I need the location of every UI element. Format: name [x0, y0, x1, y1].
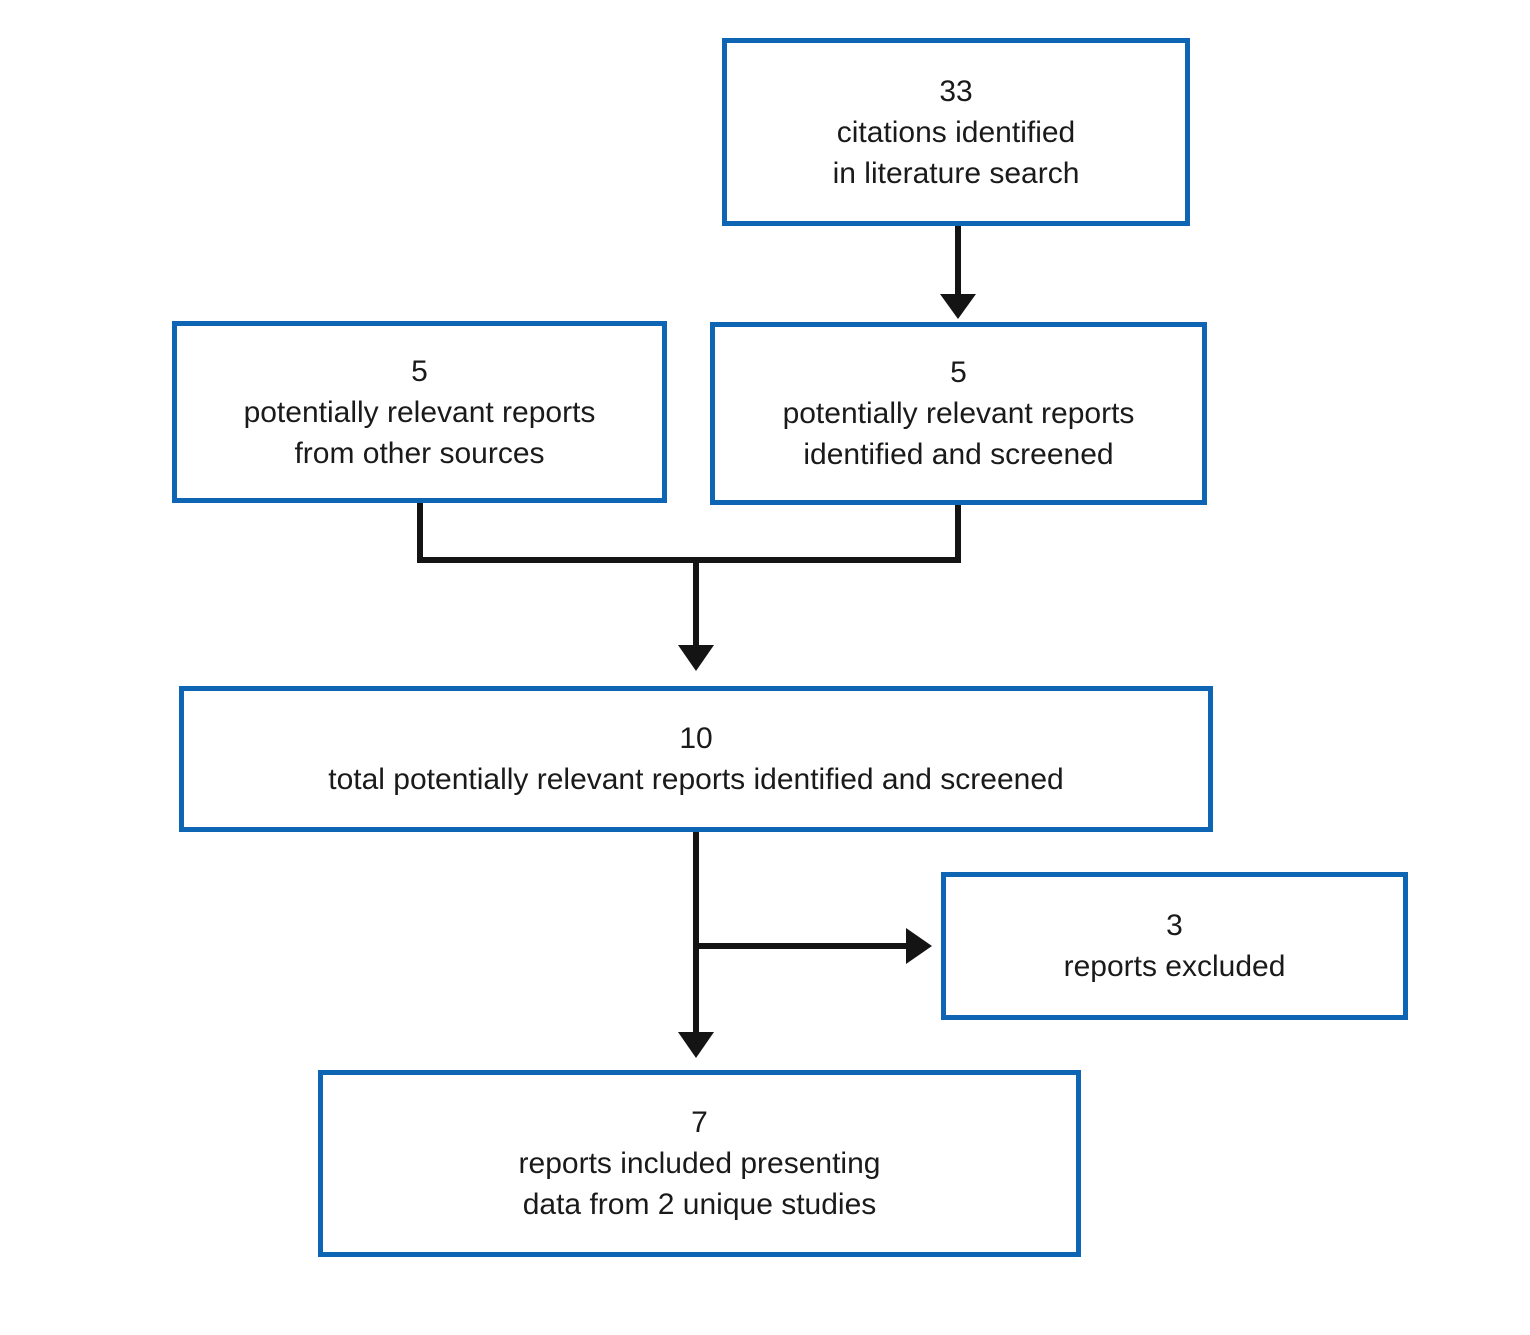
- included-label-line2: data from 2 unique studies: [522, 1188, 877, 1221]
- arrow-total-to-excluded-icon: [693, 928, 932, 964]
- box-reports-identified-screened: 5 potentially relevant reports identifie…: [710, 322, 1207, 505]
- arrow-citations-to-screened-icon: [940, 226, 976, 319]
- identified-screened-count: 5: [950, 356, 967, 389]
- citations-label-line1: citations identified: [836, 115, 1076, 149]
- citations-count: 33: [939, 74, 973, 108]
- box-reports-excluded: 3 reports excluded: [941, 872, 1408, 1020]
- connector-merge-to-total-icon: [417, 502, 961, 671]
- excluded-label: reports excluded: [1063, 950, 1286, 983]
- citations-label-line2: in literature search: [832, 156, 1080, 190]
- other-sources-label-line1: potentially relevant reports: [243, 395, 596, 429]
- box-reports-included: 7 reports included presenting data from …: [318, 1070, 1081, 1257]
- arrow-total-to-included-icon: [678, 831, 714, 1058]
- identified-screened-label-line1: potentially relevant reports: [782, 397, 1135, 430]
- other-sources-count: 5: [411, 354, 428, 388]
- total-screened-label: total potentially relevant reports ident…: [328, 763, 1064, 796]
- included-count: 7: [691, 1106, 708, 1139]
- included-label-line1: reports included presenting: [518, 1147, 881, 1180]
- total-screened-count: 10: [679, 722, 713, 755]
- box-citations-identified: 33 citations identified in literature se…: [722, 38, 1190, 226]
- box-total-screened: 10 total potentially relevant reports id…: [179, 686, 1213, 832]
- box-reports-other-sources: 5 potentially relevant reports from othe…: [172, 321, 667, 503]
- excluded-count: 3: [1166, 909, 1183, 942]
- identified-screened-label-line2: identified and screened: [803, 438, 1114, 471]
- other-sources-label-line2: from other sources: [294, 436, 545, 470]
